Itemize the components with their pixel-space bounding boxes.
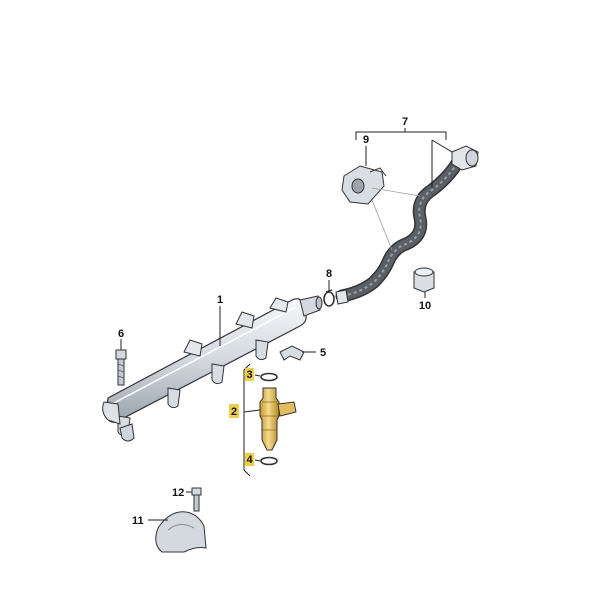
fuel-rail xyxy=(102,295,323,442)
injector xyxy=(259,387,280,451)
callout-10: 10 xyxy=(419,300,431,312)
bolt-6 xyxy=(115,349,127,386)
callout-11: 11 xyxy=(132,515,144,527)
callout-2-highlight xyxy=(229,404,239,418)
o-ring-3 xyxy=(260,372,278,382)
bolt-12 xyxy=(191,487,202,512)
callout-12: 12 xyxy=(172,487,184,499)
callout-1: 1 xyxy=(217,294,223,306)
callout-7: 7 xyxy=(402,116,408,128)
grommet-10 xyxy=(413,267,435,293)
hose-clamp-8 xyxy=(323,289,335,307)
callout-4: 4 xyxy=(246,454,253,466)
callout-8: 8 xyxy=(326,268,332,280)
hose-holder-9 xyxy=(341,165,387,205)
callout-2: 2 xyxy=(231,406,237,418)
o-ring-4 xyxy=(260,456,278,466)
bracket-11 xyxy=(155,511,207,553)
callout-labels: 1 6 5 8 10 11 12 7 9 3 2 4 xyxy=(118,116,431,527)
leader-lines xyxy=(120,128,453,521)
callout-3-highlight xyxy=(245,368,254,381)
callout-4-highlight xyxy=(245,453,254,466)
callout-3: 3 xyxy=(246,369,252,381)
callout-9: 9 xyxy=(363,134,369,146)
injector-assembly xyxy=(259,372,297,466)
fuel-hose xyxy=(335,145,479,305)
callout-6: 6 xyxy=(118,328,124,340)
clip-5 xyxy=(279,345,305,361)
callout-5: 5 xyxy=(320,347,326,359)
